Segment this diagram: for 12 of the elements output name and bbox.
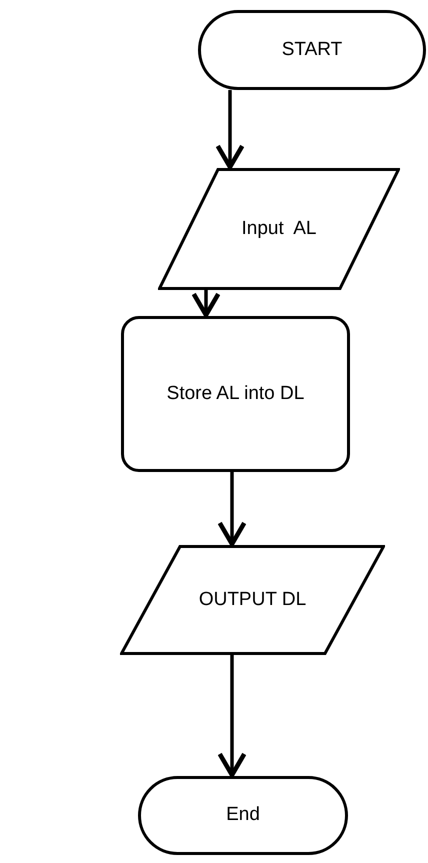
input-parallelogram [158, 168, 400, 290]
node-label: End [226, 803, 260, 828]
node-label: START [282, 38, 342, 62]
process-box [121, 316, 350, 472]
node-label: Store AL into DL [166, 382, 304, 406]
node-label: OUTPUT DL [198, 588, 306, 612]
output-parallelogram [120, 545, 385, 655]
arrow [215, 90, 245, 170]
arrow [191, 290, 221, 318]
node-label: Input AL [241, 216, 316, 241]
arrow [217, 655, 247, 778]
arrow [217, 472, 247, 546]
